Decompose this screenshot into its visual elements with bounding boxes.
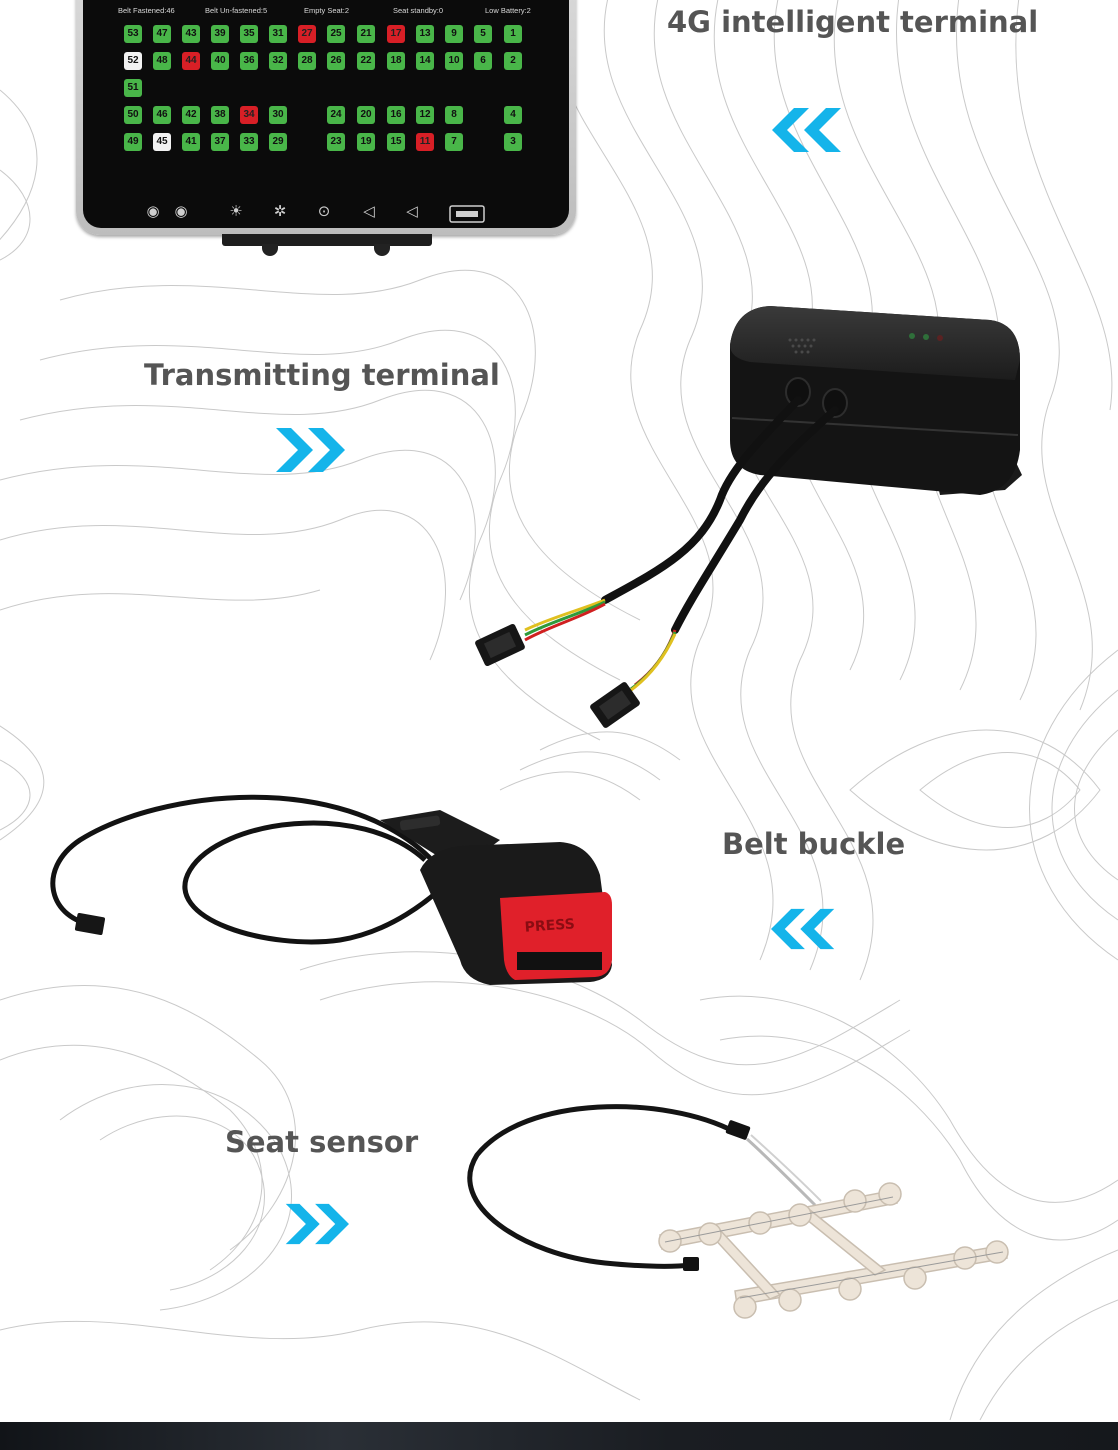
seat-18[interactable]: 18 — [387, 52, 405, 70]
tablet-screen: Belt Fastened:46 Belt Un-fastened:5 Empt… — [83, 0, 569, 228]
label-4g-intelligent-terminal: 4G intelligent terminal — [667, 5, 1039, 39]
chevron-left-double-icon — [771, 908, 835, 950]
chevron-left-double-icon — [772, 108, 841, 152]
seat-53[interactable]: 53 — [124, 25, 142, 43]
usb-port-icon — [449, 205, 485, 223]
seat-29[interactable]: 29 — [269, 133, 287, 151]
seat-28[interactable]: 28 — [298, 52, 316, 70]
stat-seat-standby: Seat standby:0 — [393, 6, 444, 15]
seat-46[interactable]: 46 — [153, 106, 171, 124]
seat-51[interactable]: 51 — [124, 79, 142, 97]
seat-32[interactable]: 32 — [269, 52, 287, 70]
seat-41[interactable]: 41 — [182, 133, 200, 151]
stat-belt-unfastened: Belt Un-fastened:5 — [205, 6, 268, 15]
seat-35[interactable]: 35 — [240, 25, 258, 43]
seat-7[interactable]: 7 — [445, 133, 463, 151]
seat-24[interactable]: 24 — [327, 106, 345, 124]
brightness-down-icon[interactable]: ✲ — [273, 203, 287, 220]
mount-knob — [262, 244, 278, 256]
seat-25[interactable]: 25 — [327, 25, 345, 43]
belt-buckle-device: PRESS — [50, 794, 612, 985]
seat-13[interactable]: 13 — [416, 25, 434, 43]
seat-20[interactable]: 20 — [357, 106, 375, 124]
seat-43[interactable]: 43 — [182, 25, 200, 43]
seat-5[interactable]: 5 — [474, 25, 492, 43]
seat-4[interactable]: 4 — [504, 106, 522, 124]
bottom-banner-strip — [0, 1422, 1118, 1450]
seat-21[interactable]: 21 — [357, 25, 375, 43]
seat-8[interactable]: 8 — [445, 106, 463, 124]
label-belt-buckle: Belt buckle — [722, 827, 906, 861]
seat-3[interactable]: 3 — [504, 133, 522, 151]
seat-40[interactable]: 40 — [211, 52, 229, 70]
seat-22[interactable]: 22 — [357, 52, 375, 70]
gauge-icon[interactable]: ◉ — [146, 203, 160, 220]
seat-15[interactable]: 15 — [387, 133, 405, 151]
intelligent-terminal-tablet: Belt Fastened:46 Belt Un-fastened:5 Empt… — [76, 0, 576, 256]
seat-6[interactable]: 6 — [474, 52, 492, 70]
seat-49[interactable]: 49 — [124, 133, 142, 151]
chevron-right-double-icon — [285, 1203, 349, 1245]
press-label: PRESS — [524, 916, 575, 935]
seat-16[interactable]: 16 — [387, 106, 405, 124]
seat-9[interactable]: 9 — [445, 25, 463, 43]
home-icon[interactable]: ⊙ — [317, 203, 331, 220]
stat-empty-seat: Empty Seat:2 — [304, 6, 350, 15]
tablet-mount — [222, 234, 432, 246]
tablet-taskbar: ◉ ◉ ☀ ✲ ⊙ ◁ ◁ — [83, 198, 569, 228]
stat-low-battery: Low Battery:2 — [485, 6, 531, 15]
seat-52[interactable]: 52 — [124, 52, 142, 70]
seat-sensor-device — [467, 1104, 1009, 1319]
seat-31[interactable]: 31 — [269, 25, 287, 43]
seat-17[interactable]: 17 — [387, 25, 405, 43]
gauge-icon[interactable]: ◉ — [174, 203, 188, 220]
seat-27[interactable]: 27 — [298, 25, 316, 43]
seat-23[interactable]: 23 — [327, 133, 345, 151]
seat-33[interactable]: 33 — [240, 133, 258, 151]
stat-belt-fastened: Belt Fastened:46 — [118, 6, 175, 15]
mount-knob — [374, 244, 390, 256]
seat-38[interactable]: 38 — [211, 106, 229, 124]
seat-12[interactable]: 12 — [416, 106, 434, 124]
seat-30[interactable]: 30 — [269, 106, 287, 124]
seat-36[interactable]: 36 — [240, 52, 258, 70]
seat-44[interactable]: 44 — [182, 52, 200, 70]
transmitting-terminal-device — [475, 306, 1022, 728]
seat-11[interactable]: 11 — [416, 133, 434, 151]
seat-39[interactable]: 39 — [211, 25, 229, 43]
seat-37[interactable]: 37 — [211, 133, 229, 151]
seat-48[interactable]: 48 — [153, 52, 171, 70]
seat-14[interactable]: 14 — [416, 52, 434, 70]
seat-47[interactable]: 47 — [153, 25, 171, 43]
seat-status-summary: Belt Fastened:46 Belt Un-fastened:5 Empt… — [83, 6, 569, 18]
volume-up-icon[interactable]: ◁ — [363, 203, 375, 220]
seat-1[interactable]: 1 — [504, 25, 522, 43]
seat-50[interactable]: 50 — [124, 106, 142, 124]
seat-34[interactable]: 34 — [240, 106, 258, 124]
volume-down-icon[interactable]: ◁ — [406, 203, 418, 220]
label-seat-sensor: Seat sensor — [225, 1125, 419, 1159]
seat-2[interactable]: 2 — [504, 52, 522, 70]
seat-45[interactable]: 45 — [153, 133, 171, 151]
seat-10[interactable]: 10 — [445, 52, 463, 70]
seat-19[interactable]: 19 — [357, 133, 375, 151]
chevron-right-double-icon — [276, 428, 345, 472]
label-transmitting-terminal: Transmitting terminal — [144, 358, 500, 392]
seat-26[interactable]: 26 — [327, 52, 345, 70]
brightness-up-icon[interactable]: ☀ — [229, 203, 243, 220]
seat-42[interactable]: 42 — [182, 106, 200, 124]
